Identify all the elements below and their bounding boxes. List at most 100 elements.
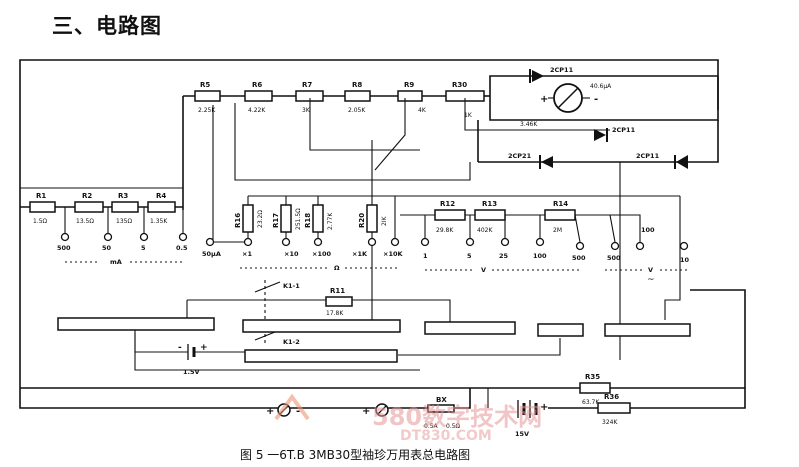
terminal-acv-10[interactable] [679,241,689,251]
rail-mark-1: + [266,406,274,417]
terminal-dcv-100[interactable] [535,237,545,247]
ohm-terminal-x1k-label: ×1K [352,250,368,258]
ohm-section: R16 23.2Ω R17 251.5Ω R18 2.77K R20 2IK 5… [202,204,403,272]
resistor-r2 [74,201,104,213]
r6-name: R6 [252,81,262,89]
fuse-name: BX [436,396,447,404]
watermark-text: 580数字技术网 [372,403,543,431]
meter-assembly: + - 40.6μA 3.46K [520,83,612,128]
terminal-x1k[interactable] [367,237,377,247]
r9-value: 4K [418,107,427,114]
resistor-r18 [312,204,324,233]
r35-name: R35 [585,373,600,381]
resistor-r8 [344,90,371,102]
ohm-terminal-50ua-label: 50μA [202,250,221,258]
dcv-terminal-1-label: 1 [423,252,428,260]
terminal-x10k[interactable] [390,237,400,247]
terminal-ma-0-5[interactable] [178,232,188,242]
dcv-terminal-25-label: 25 [499,252,509,260]
fuse-resistance: 0.5Ω [446,423,461,430]
resistor-r11 [325,296,353,307]
terminal-ma-50[interactable] [103,232,113,242]
r4-name: R4 [156,192,166,200]
r7-value: 3K [302,107,311,114]
ma-group-label: mA [110,258,122,266]
switch-wafer-6 [244,349,398,363]
ma-terminal-5-label: 5 [141,244,146,252]
r8-name: R8 [352,81,362,89]
terminal-dcv-1[interactable] [420,237,430,247]
resistor-r4 [147,201,176,213]
r30-value: 1K [464,112,473,119]
terminal-dcv-500[interactable] [575,241,585,251]
ma-terminal-50-label: 50 [102,244,112,252]
diode-d3-icon [539,155,553,169]
terminal-x100[interactable] [313,237,323,247]
resistor-r3 [111,201,139,213]
resistor-r12 [434,209,466,221]
r13-name: R13 [482,200,497,208]
meter-minus: - [594,94,598,105]
terminal-acv-500[interactable] [610,241,620,251]
r5-value: 2.25K [198,107,216,114]
diodes: 2CP11 2CP11 2CP21 2CP11 [508,66,688,169]
r16-name: R16 [234,213,242,228]
terminal-ma-500[interactable] [60,232,70,242]
diode-d2-label: 2CP11 [612,126,636,134]
resistor-r16 [242,204,254,233]
fuse-rating: 0.5A [424,423,439,430]
r6-value: 4.22K [248,107,266,114]
rotary-switch-wafers: R11 17.8K K1-1 K1-2 [57,282,691,363]
terminal-dcv-5[interactable] [465,237,475,247]
r35-value: 63.7K [582,399,600,406]
meter-plus: + [540,94,548,105]
battery1-plus: + [200,343,208,353]
ohm-terminal-x1-label: ×1 [242,250,252,258]
switch-wafer-5 [604,323,691,337]
r11-value: 17.8K [326,310,344,317]
battery2-label: 15V [515,430,529,438]
r3-value: 135Ω [116,218,132,225]
r1-name: R1 [36,192,46,200]
r12-value: 29.8K [436,227,454,234]
meter-rating: 40.6μA [590,83,612,90]
acv-section: 500 100 10 V ~ [605,226,690,285]
terminal-x1[interactable] [243,237,253,247]
r5-name: R5 [200,81,210,89]
r36-value: 324K [602,419,618,426]
resistor-r14 [544,209,576,221]
switch-k1-2-label: K1-2 [283,338,300,346]
resistor-r35 [579,382,611,394]
diode-d2-icon [594,128,608,142]
dcv-group-label: V [481,266,486,274]
ohm-group-label: Ω [334,264,340,272]
terminal-dcv-25[interactable] [500,237,510,247]
ma-terminal-0-5-label: 0.5 [176,244,188,252]
r12-name: R12 [440,200,455,208]
rail-mark-3: + [362,406,370,417]
r17-value: 251.5Ω [295,208,302,230]
r4-value: 1.35K [150,218,168,225]
battery1-label: 1.5V [183,368,200,376]
section-heading: 三、电路图 [52,14,162,38]
diode-d3-label: 2CP21 [508,152,532,160]
watermark-domain: DT830.COM [400,428,492,444]
switch-wafer-2 [242,319,401,333]
terminal-acv-100[interactable] [635,241,645,251]
r36-name: R36 [604,393,619,401]
acv-group-label: V [648,266,653,274]
terminal-x10[interactable] [281,237,291,247]
ohm-terminal-x10k-label: ×10K [383,250,403,258]
ohm-terminal-x10-label: ×10 [284,250,299,258]
terminal-50ua[interactable] [205,237,215,247]
fuse-bx [427,404,455,413]
resistor-r13 [474,209,506,221]
r3-name: R3 [118,192,128,200]
top-resistor-chain: R5 2.25K R6 4.22K R7 3K R8 2.05K R9 4K R… [194,81,485,119]
resistor-r1 [29,201,56,213]
r8-value: 2.05K [348,107,366,114]
terminal-ma-5[interactable] [139,232,149,242]
r18-value: 2.77K [327,212,334,230]
diode-d4-label: 2CP11 [636,152,660,160]
